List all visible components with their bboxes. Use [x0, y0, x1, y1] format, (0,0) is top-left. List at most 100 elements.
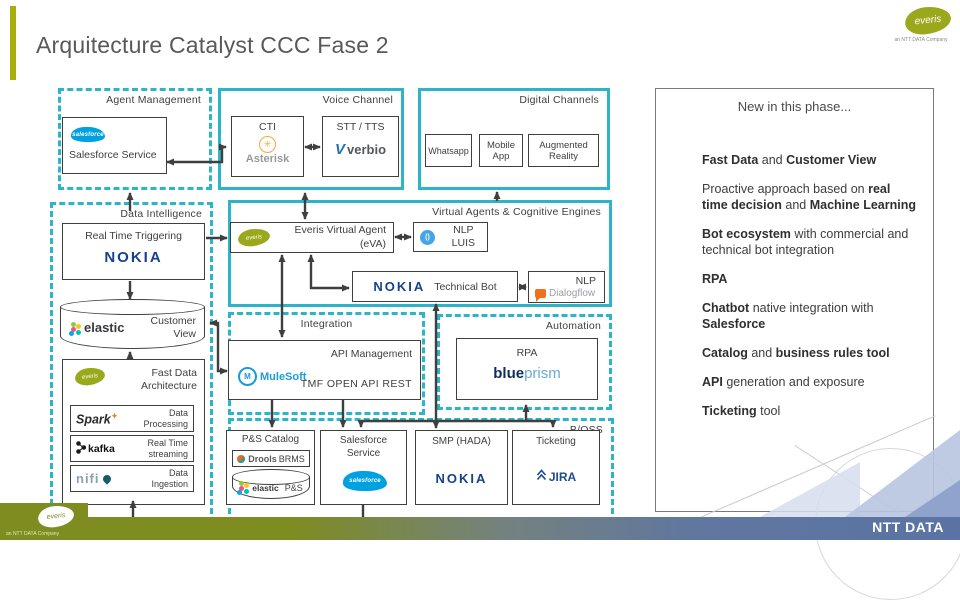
spark-star-icon: ✦ [110, 410, 119, 421]
verbio-logo-text: verbio [347, 142, 387, 157]
api-management-label: API Management [330, 348, 412, 360]
bullet-text: Fast Data and Customer View [702, 153, 877, 167]
kafka-icon [76, 440, 87, 457]
nifi-logo-text: nifi [76, 471, 100, 486]
rpa-label: RPA [516, 347, 538, 359]
dialogflow-icon [535, 289, 546, 302]
section-label: Integration [300, 318, 353, 330]
salesforce-cloud-icon: salesforce [343, 471, 387, 491]
brms-label: BRMS [278, 453, 305, 464]
spark-logo: Spark✦ [76, 410, 119, 427]
section-label: Virtual Agents & Cognitive Engines [432, 206, 601, 218]
nlp-luis-label: NLP LUIS [451, 224, 475, 249]
whatsapp-box: Whatsapp [425, 134, 472, 167]
everis-footer-tagline: an NTT DATA Company [6, 531, 60, 537]
check-icon [672, 374, 702, 390]
new-in-phase-panel: New in this phase... Fast Data and Custo… [655, 88, 934, 512]
footer-bar: NTT DATA [0, 517, 960, 540]
bullet-item: RPA [672, 271, 917, 287]
everis-tagline: an NTT DATA Company [894, 37, 948, 43]
check-icon [672, 181, 702, 213]
customer-view-label: Customer View [150, 314, 196, 340]
dialogflow-logo-text: Dialogflow [549, 288, 596, 299]
section-virtual-agents: Virtual Agents & Cognitive Engines [228, 200, 612, 307]
nokia-logo: NOKIA [435, 471, 488, 486]
elastic-icon [239, 486, 245, 491]
stt-tts-label: STT / TTS [336, 121, 385, 133]
jira-logo-text: JIRA [548, 469, 577, 484]
section-label: Automation [545, 320, 601, 332]
salesforce-logo-text: salesforce [349, 478, 381, 484]
api-management-box: API Management M MuleSoft TMF OPEN API R… [228, 340, 421, 400]
cti-box: CTI ✳ Asterisk [231, 116, 304, 177]
ticketing-box: Ticketing JIRA [512, 430, 600, 505]
blueprism-logo: blueprism [493, 365, 561, 382]
augmented-reality-label: Augmented Reality [539, 139, 588, 162]
check-icon [672, 300, 702, 332]
technical-bot-box: NOKIA Technical Bot [352, 271, 518, 302]
nokia-logo: NOKIA [104, 249, 163, 266]
nokia-logo: NOKIA [373, 279, 426, 294]
kafka-logo-text: kafka [88, 442, 115, 455]
bullet-item: API generation and exposure [672, 374, 917, 390]
real-time-streaming-label: Real Time streaming [147, 437, 188, 459]
data-processing-box: Spark✦ Data Processing [70, 405, 194, 432]
drools-icon [237, 454, 246, 463]
section-label: Digital Channels [519, 94, 599, 106]
customer-view-cylinder: elastic Customer View [59, 299, 206, 349]
check-icon [672, 152, 702, 168]
smp-hada-label: SMP (HADA) [432, 436, 491, 447]
check-icon [672, 345, 702, 361]
bullet-text: Bot ecosystem with commercial and techni… [702, 227, 909, 257]
elastic-logo-text: elastic [252, 482, 279, 493]
ps-catalog-label: P&S Catalog [241, 434, 300, 445]
page-title: Arquitecture Catalyst CCC Fase 2 [36, 32, 389, 58]
smp-hada-box: SMP (HADA) NOKIA [415, 430, 508, 505]
check-icon [672, 403, 702, 419]
data-ingestion-box: nifi Data Ingestion [70, 465, 194, 492]
bullet-item: Bot ecosystem with commercial and techni… [672, 226, 917, 258]
asterisk-icon: ✳ [259, 136, 276, 153]
bullet-item: Fast Data and Customer View [672, 152, 917, 168]
bullet-item: Chatbot native integration with Salesfor… [672, 300, 917, 332]
eva-label: Everis Virtual Agent (eVA) [294, 224, 386, 250]
section-label: Data Intelligence [120, 208, 202, 220]
everis-blob-icon: everis [74, 366, 106, 387]
bullet-text: Proactive approach based on real time de… [702, 182, 916, 212]
nlp-dialogflow-box: NLP Dialogflow [528, 271, 605, 303]
drools-logo-text: Drools [248, 453, 277, 464]
section-voice-channel: Voice Channel [218, 88, 404, 190]
bullet-item: Catalog and business rules tool [672, 345, 917, 361]
data-processing-label: Data Processing [143, 407, 188, 429]
rtt-label: Real Time Triggering [85, 230, 182, 242]
bullet-text: RPA [702, 272, 728, 286]
real-time-streaming-box: kafka Real Time streaming [70, 435, 194, 462]
boss-salesforce-service-box: Salesforce Service salesforce [320, 430, 407, 505]
rpa-box: RPA blueprism [456, 338, 598, 400]
ticketing-label: Ticketing [536, 436, 576, 447]
elastic-icon [71, 327, 76, 332]
verbio-icon: V [334, 141, 345, 158]
technical-bot-label: Technical Bot [434, 280, 497, 293]
section-label: Agent Management [106, 94, 201, 106]
nlp-label: NLP [575, 275, 596, 287]
title-accent-bar [10, 6, 16, 80]
section-digital-channels: Digital Channels [418, 88, 610, 190]
salesforce-logo-text: salesforce [72, 131, 104, 138]
salesforce-service-label: Salesforce Service [339, 435, 388, 459]
bullet-text: Ticketing tool [702, 404, 781, 418]
mulesoft-icon: M [238, 367, 257, 386]
ps-elastic-cylinder: elastic P&S [231, 469, 311, 499]
real-time-triggering-box: Real Time Triggering NOKIA [62, 223, 205, 280]
ps-catalog-box: P&S Catalog Drools BRMS elastic P&S [226, 430, 315, 505]
slide: { "slide": { "title": "Arquitecture Cata… [0, 4, 960, 600]
nifi-drop-icon [100, 472, 113, 485]
everis-logo: everis [903, 4, 953, 37]
ps-label: P&S [284, 482, 303, 493]
tmf-open-api-label: TMF OPEN API REST [300, 378, 412, 390]
nlp-luis-box: () NLP LUIS [413, 222, 488, 252]
salesforce-cloud-icon: salesforce [71, 127, 105, 142]
whatsapp-label: Whatsapp [428, 145, 469, 156]
fast-data-architecture-box: everis Fast Data Architecture Spark✦ Dat… [62, 359, 205, 505]
